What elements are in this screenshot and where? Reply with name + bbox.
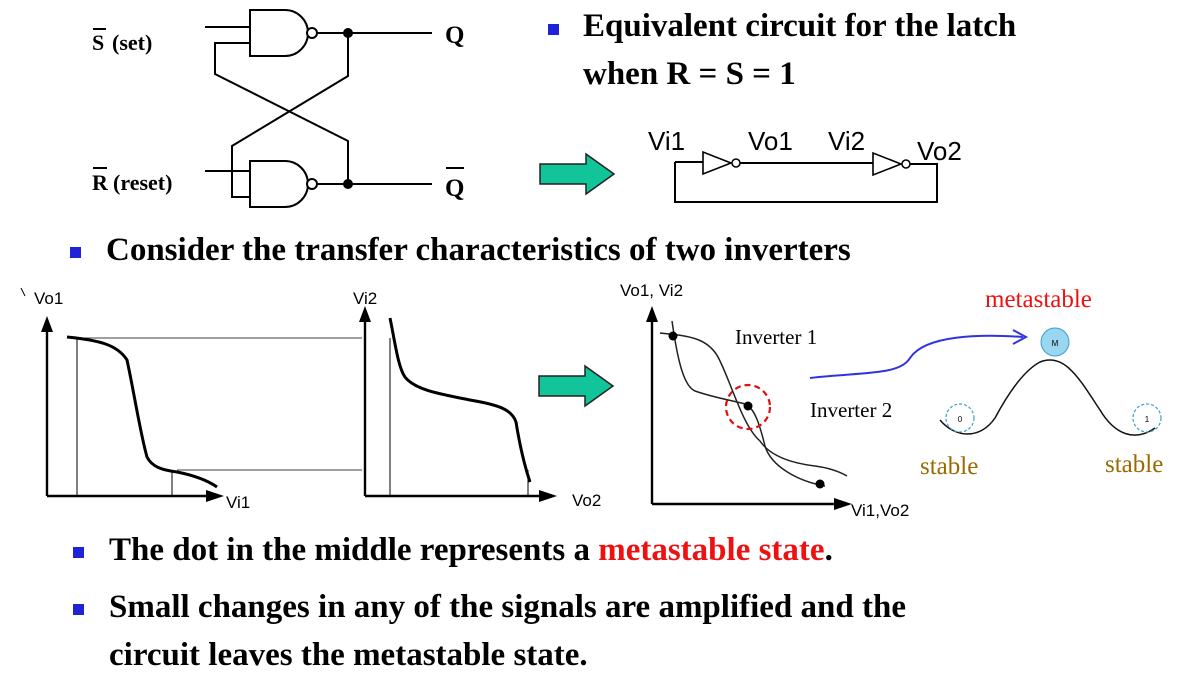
plot1-ylabel: Vo1 — [34, 289, 63, 308]
metastable-ball — [1040, 327, 1070, 357]
plot2-ylabel: Vi2 — [353, 289, 377, 308]
vi1-label: Vi1 — [648, 126, 685, 156]
bottom-bullet-1-prefix: The dot in the middle represents a — [109, 532, 599, 568]
metastable-highlight-ring — [724, 383, 772, 431]
bottom-bullet-2-line1: Small changes in any of the signals are … — [109, 589, 906, 625]
stable-left-label: stable — [920, 453, 978, 480]
plot2-curve — [388, 317, 532, 483]
inverter-1 — [702, 150, 734, 176]
bullet-marker-top — [548, 24, 559, 35]
stable-right-label: stable — [1105, 451, 1163, 478]
vi2-label: Vi2 — [828, 126, 865, 156]
inverter1-transfer-plot: Vo1 Vi1 — [20, 287, 362, 512]
bullet-marker-bottom-1 — [73, 547, 84, 558]
inverter1-label: Inverter 1 — [735, 325, 817, 349]
top-bullet-line2: when R = S = 1 — [583, 56, 796, 92]
nand-gate-bottom — [249, 160, 318, 208]
middle-bullet-text: Consider the transfer characteristics of… — [106, 232, 851, 268]
metastable-label: metastable — [985, 286, 1092, 313]
set-input-label: (set) — [112, 30, 152, 55]
metastable-state-highlight: metastable state — [598, 532, 825, 568]
stable-ball-right — [1132, 403, 1162, 433]
metastable-point — [743, 401, 753, 411]
equivalent-inverter-loop: Vi1 Vo1 Vi2 Vo2 — [648, 126, 962, 203]
reset-input-label: (reset) — [113, 170, 172, 195]
bottom-bullet-2-line2: circuit leaves the metastable state. — [109, 637, 588, 673]
top-bullet-line1: Equivalent circuit for the latch — [583, 8, 1017, 44]
stable-ball-left — [945, 403, 975, 433]
energy-landscape-curve — [939, 359, 1156, 436]
stable-ball-left-label: 0 — [958, 415, 963, 424]
plot3-ylabel: Vo1, Vi2 — [620, 281, 683, 300]
stable-point-top — [668, 331, 678, 341]
feedback-loop-wire — [674, 162, 938, 203]
plot2-xlabel: Vo2 — [572, 491, 601, 510]
set-input-bar-letter: S — [92, 30, 104, 55]
inverter2-transfer-plot: Vi2 Vo2 — [353, 289, 601, 510]
arrow-right-icon — [539, 152, 616, 196]
sr-latch-circuit: S (set) R (reset) Q Q — [92, 9, 464, 208]
reset-input-bar-letter: R — [92, 170, 109, 195]
q-output-label: Q — [445, 22, 464, 49]
stable-point-bottom — [815, 479, 825, 489]
bottom-bullet-1: The dot in the middle represents a metas… — [109, 532, 833, 569]
cross-wire-q-to-bottom — [231, 33, 349, 198]
curved-arrow-icon — [809, 329, 1029, 379]
cross-wire-qbar-to-top — [214, 42, 349, 184]
bottom-bullet-1-suffix: . — [824, 532, 833, 568]
nand-gate-top — [249, 9, 318, 57]
inverter1-curve — [659, 332, 848, 477]
inverter2-label: Inverter 2 — [810, 398, 892, 422]
vo2-label: Vo2 — [917, 136, 962, 166]
bullet-marker-bottom-2 — [73, 604, 84, 615]
potential-energy-diagram: metastable M 0 1 stable stable — [920, 286, 1163, 480]
metastable-ball-label: M — [1052, 339, 1059, 348]
stable-ball-right-label: 1 — [1145, 415, 1150, 424]
qbar-output-label: Q — [445, 175, 464, 202]
inverter-2 — [872, 151, 904, 177]
combined-transfer-plot: Vo1, Vi2 Vi1,Vo2 Inverter 1 Inverter 2 — [620, 281, 909, 520]
bullet-marker-middle — [70, 247, 81, 258]
plot1-xlabel: Vi1 — [226, 493, 250, 512]
vo1-label: Vo1 — [748, 126, 793, 156]
plot3-xlabel: Vi1,Vo2 — [851, 501, 909, 520]
arrow-right-icon-2 — [538, 364, 615, 408]
plot1-curve — [66, 335, 218, 489]
